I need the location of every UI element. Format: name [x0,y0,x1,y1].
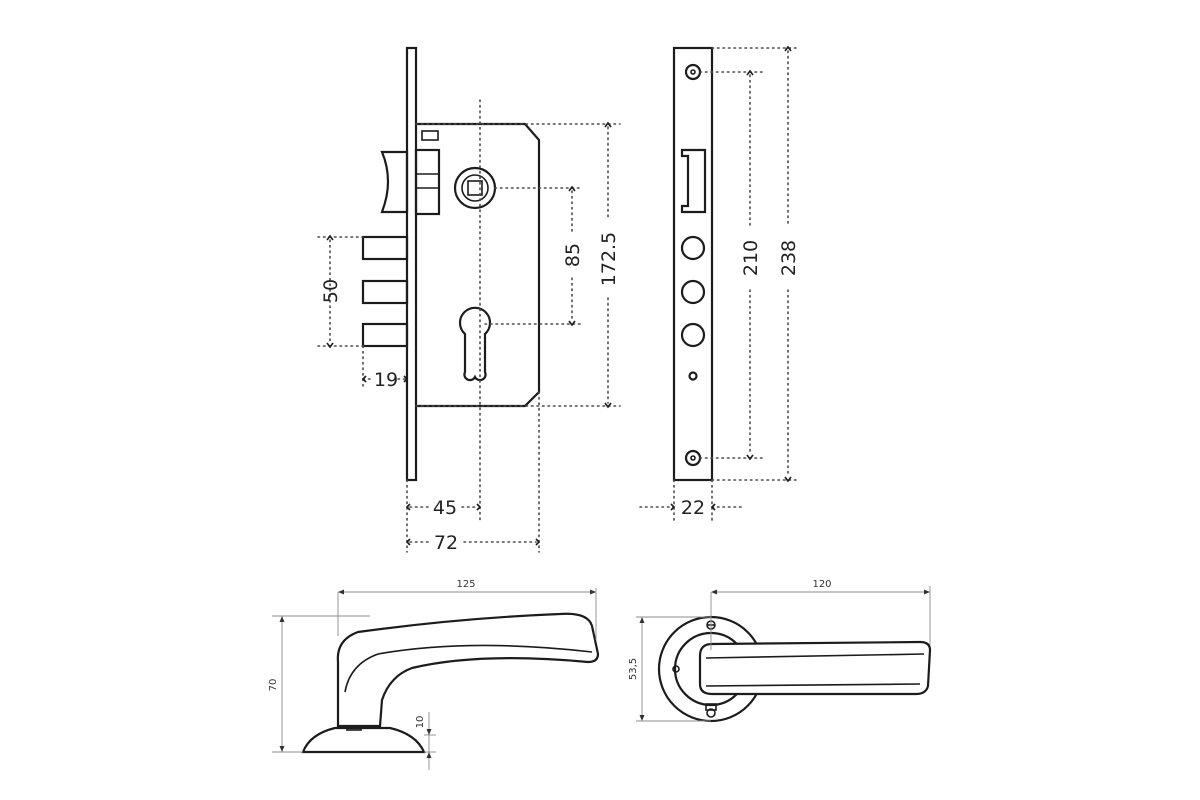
dim-label-238: 238 [778,240,800,276]
faceplate-front-view: 210 238 22 [639,46,801,521]
lock-case [416,122,541,408]
faceplate-outline [672,46,714,482]
dim-label-50: 50 [320,279,342,303]
dim-label-120: 120 [812,579,831,590]
dim-label-45: 45 [433,497,457,519]
deadbolts [361,235,409,348]
dim-label-172-5: 172.5 [598,232,620,286]
screw-hole-top [684,63,702,81]
lock-body-view: 50 19 85 172.5 45 72 [317,46,621,554]
dim-label-70: 70 [268,679,279,692]
small-hole [688,371,698,381]
dim-label-10: 10 [415,716,426,729]
bolt-hole-1 [680,235,706,261]
case-slot [421,130,439,141]
dim-label-210: 210 [740,240,762,276]
screw-hole-bottom [684,449,702,467]
bolt-hole-3 [680,322,706,348]
lock-faceplate [405,46,418,482]
handle-lever [336,612,600,728]
dim-label-22: 22 [681,497,705,519]
cylinder-hole [458,306,492,382]
latch-bolt [380,148,441,216]
handle-front-view: 120 53,5 [628,579,932,723]
bolt-hole-2 [680,279,706,305]
dim-label-19: 19 [374,369,398,391]
dim-label-85: 85 [562,243,584,267]
dim-label-125: 125 [456,579,475,590]
dimension-arrows [326,45,792,546]
handle-side-view: 125 70 10 [268,579,600,770]
spindle-hub [453,166,497,210]
dim-label-53-5: 53,5 [628,658,639,680]
dim-label-72: 72 [434,532,458,554]
latch-opening [680,148,707,214]
handle-rose [301,726,426,754]
